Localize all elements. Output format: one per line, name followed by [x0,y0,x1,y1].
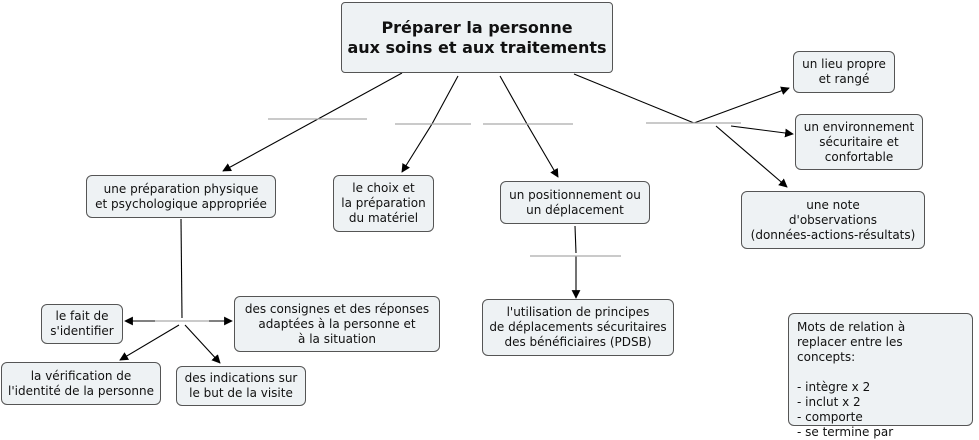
arrow-to-lieu-propre [693,86,790,124]
arrow-to-preparation-physique [222,118,319,172]
concept-verification-identite[interactable]: la vérification de l'identité de la pers… [1,362,161,405]
arrow-to-environnement [730,125,794,138]
arrow-to-choix-materiel [401,123,433,173]
concept-choix-materiel[interactable]: le choix et la préparation du matériel [333,175,434,232]
link-root-to-link-label-4 [573,73,695,124]
link-prep-to-link-label-5 [180,218,183,319]
concept-note-observations[interactable]: une note d'observations (données-actions… [741,191,925,249]
link-root-to-link-label-2 [431,75,459,125]
concept-fait-identifier[interactable]: le fait de s'identifier [41,304,123,344]
arrow-to-positionnement [526,123,559,178]
arrow-to-indications-visite [184,324,221,364]
relation-words-note: Mots de relation à replacer entre les co… [788,313,973,439]
root-concept[interactable]: Préparer la personne aux soins et aux tr… [341,2,613,73]
arrow-to-note-observations [715,125,788,188]
concept-links [119,72,794,364]
concept-environnement[interactable]: un environnement sécuritaire et conforta… [795,114,923,170]
arrow-to-verification-identite [119,324,180,361]
concept-consignes[interactable]: des consignes et des réponses adaptées à… [234,296,440,352]
link-positionnement-to-link-label-6 [574,225,577,254]
concept-lieu-propre[interactable]: un lieu propre et rangé [793,51,895,93]
concept-indications-visite[interactable]: des indications sur le but de la visite [176,366,306,406]
concept-preparation-physique[interactable]: une préparation physique et psychologiqu… [86,175,276,218]
concept-positionnement[interactable]: un positionnement ou un déplacement [500,181,650,224]
link-root-to-link-label-3 [499,75,528,125]
link-root-to-link-label-1 [317,72,403,120]
concept-principes-pdsb[interactable]: l'utilisation de principes de déplacemen… [482,299,674,356]
